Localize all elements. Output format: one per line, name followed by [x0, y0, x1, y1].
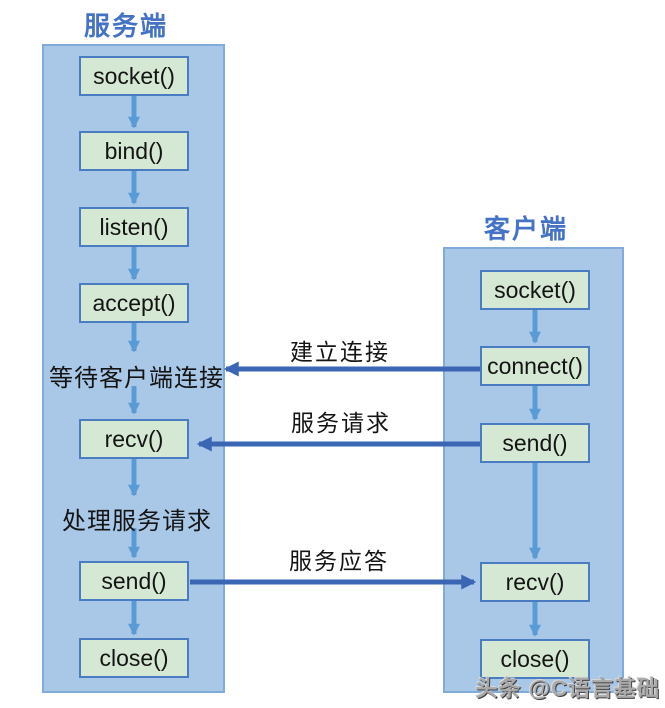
- annotation-process-request: 处理服务请求: [62, 508, 212, 535]
- server-node-send: send(): [79, 561, 189, 601]
- client-node-send: send(): [480, 423, 590, 463]
- server-node-bind: bind(): [79, 131, 189, 171]
- client-node-recv: recv(): [480, 562, 590, 602]
- server-node-recv: recv(): [79, 419, 189, 459]
- server-title: 服务端: [84, 11, 169, 41]
- annotation-wait-for-client: 等待客户端连接: [49, 365, 224, 392]
- edge-label-service-request: 服务请求: [291, 410, 391, 436]
- client-node-connect: connect(): [480, 346, 590, 386]
- edge-label-establish-connection: 建立连接: [290, 339, 390, 365]
- client-title: 客户端: [484, 214, 569, 244]
- watermark-text: 头条 @C语言基础: [475, 676, 660, 701]
- server-node-close: close(): [79, 638, 189, 678]
- server-node-socket: socket(): [79, 56, 189, 96]
- server-node-listen: listen(): [79, 207, 189, 247]
- client-node-socket: socket(): [480, 270, 590, 310]
- server-node-accept: accept(): [79, 283, 189, 323]
- edge-label-service-response: 服务应答: [289, 548, 389, 574]
- client-node-close: close(): [480, 639, 590, 679]
